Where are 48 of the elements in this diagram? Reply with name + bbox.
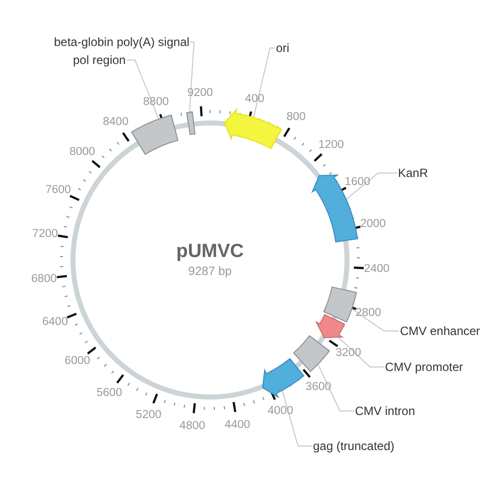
tick-label: 8400 [102, 115, 128, 130]
feature-label: CMV intron [355, 403, 416, 419]
tick-label: 8800 [143, 94, 169, 109]
tick-label: 2800 [356, 306, 382, 320]
tick-label: 2400 [364, 262, 390, 276]
feature-label: beta-globin poly(A) signal [54, 34, 190, 50]
plasmid-name: pUMVC [176, 241, 244, 263]
tick-label: 7600 [45, 183, 71, 198]
tick-label: 6800 [31, 272, 57, 286]
feature-label: pol region [73, 52, 126, 68]
leader-line [126, 60, 160, 120]
tick-label: 800 [286, 110, 306, 124]
tick-label: 400 [245, 92, 264, 106]
tick-label: 1600 [344, 174, 370, 189]
leader-line [317, 364, 354, 412]
tick-label: 6400 [42, 315, 68, 330]
feature-label: KanR [398, 165, 428, 181]
feature-label: gag (truncated) [313, 438, 394, 454]
leader-line [189, 42, 195, 113]
tick-label: 4000 [268, 404, 294, 418]
leader-line [253, 48, 276, 118]
tick-label: 3600 [306, 380, 332, 394]
directional-feature-segment [316, 314, 345, 338]
tick-label: 2000 [360, 216, 386, 231]
feature-label: CMV promoter [385, 359, 464, 375]
tick-label: 4400 [224, 418, 250, 432]
tick-label: 8000 [69, 145, 96, 160]
feature-label: ori [276, 40, 290, 56]
leader-line [346, 172, 398, 200]
tick-label: 4800 [180, 419, 206, 434]
tick-label: 9200 [187, 86, 213, 100]
directional-feature-segment [224, 108, 282, 150]
feature-label: CMV enhancer [400, 323, 480, 339]
feature-box [131, 114, 178, 155]
directional-feature-segment [262, 358, 304, 398]
feature-box [323, 286, 357, 322]
tick-label: 5600 [96, 386, 122, 400]
feature-box [293, 335, 330, 372]
feature-box [186, 112, 196, 136]
leader-line [282, 390, 312, 446]
leader-line [351, 308, 400, 332]
plasmid-size: 9287 bp [188, 264, 232, 278]
tick-label: 7200 [32, 226, 58, 241]
leader-line [337, 336, 384, 368]
tick-label: 3200 [336, 346, 362, 360]
tick-label: 1200 [318, 138, 344, 152]
tick-label: 6000 [64, 354, 90, 368]
tick-label: 5200 [136, 408, 162, 422]
